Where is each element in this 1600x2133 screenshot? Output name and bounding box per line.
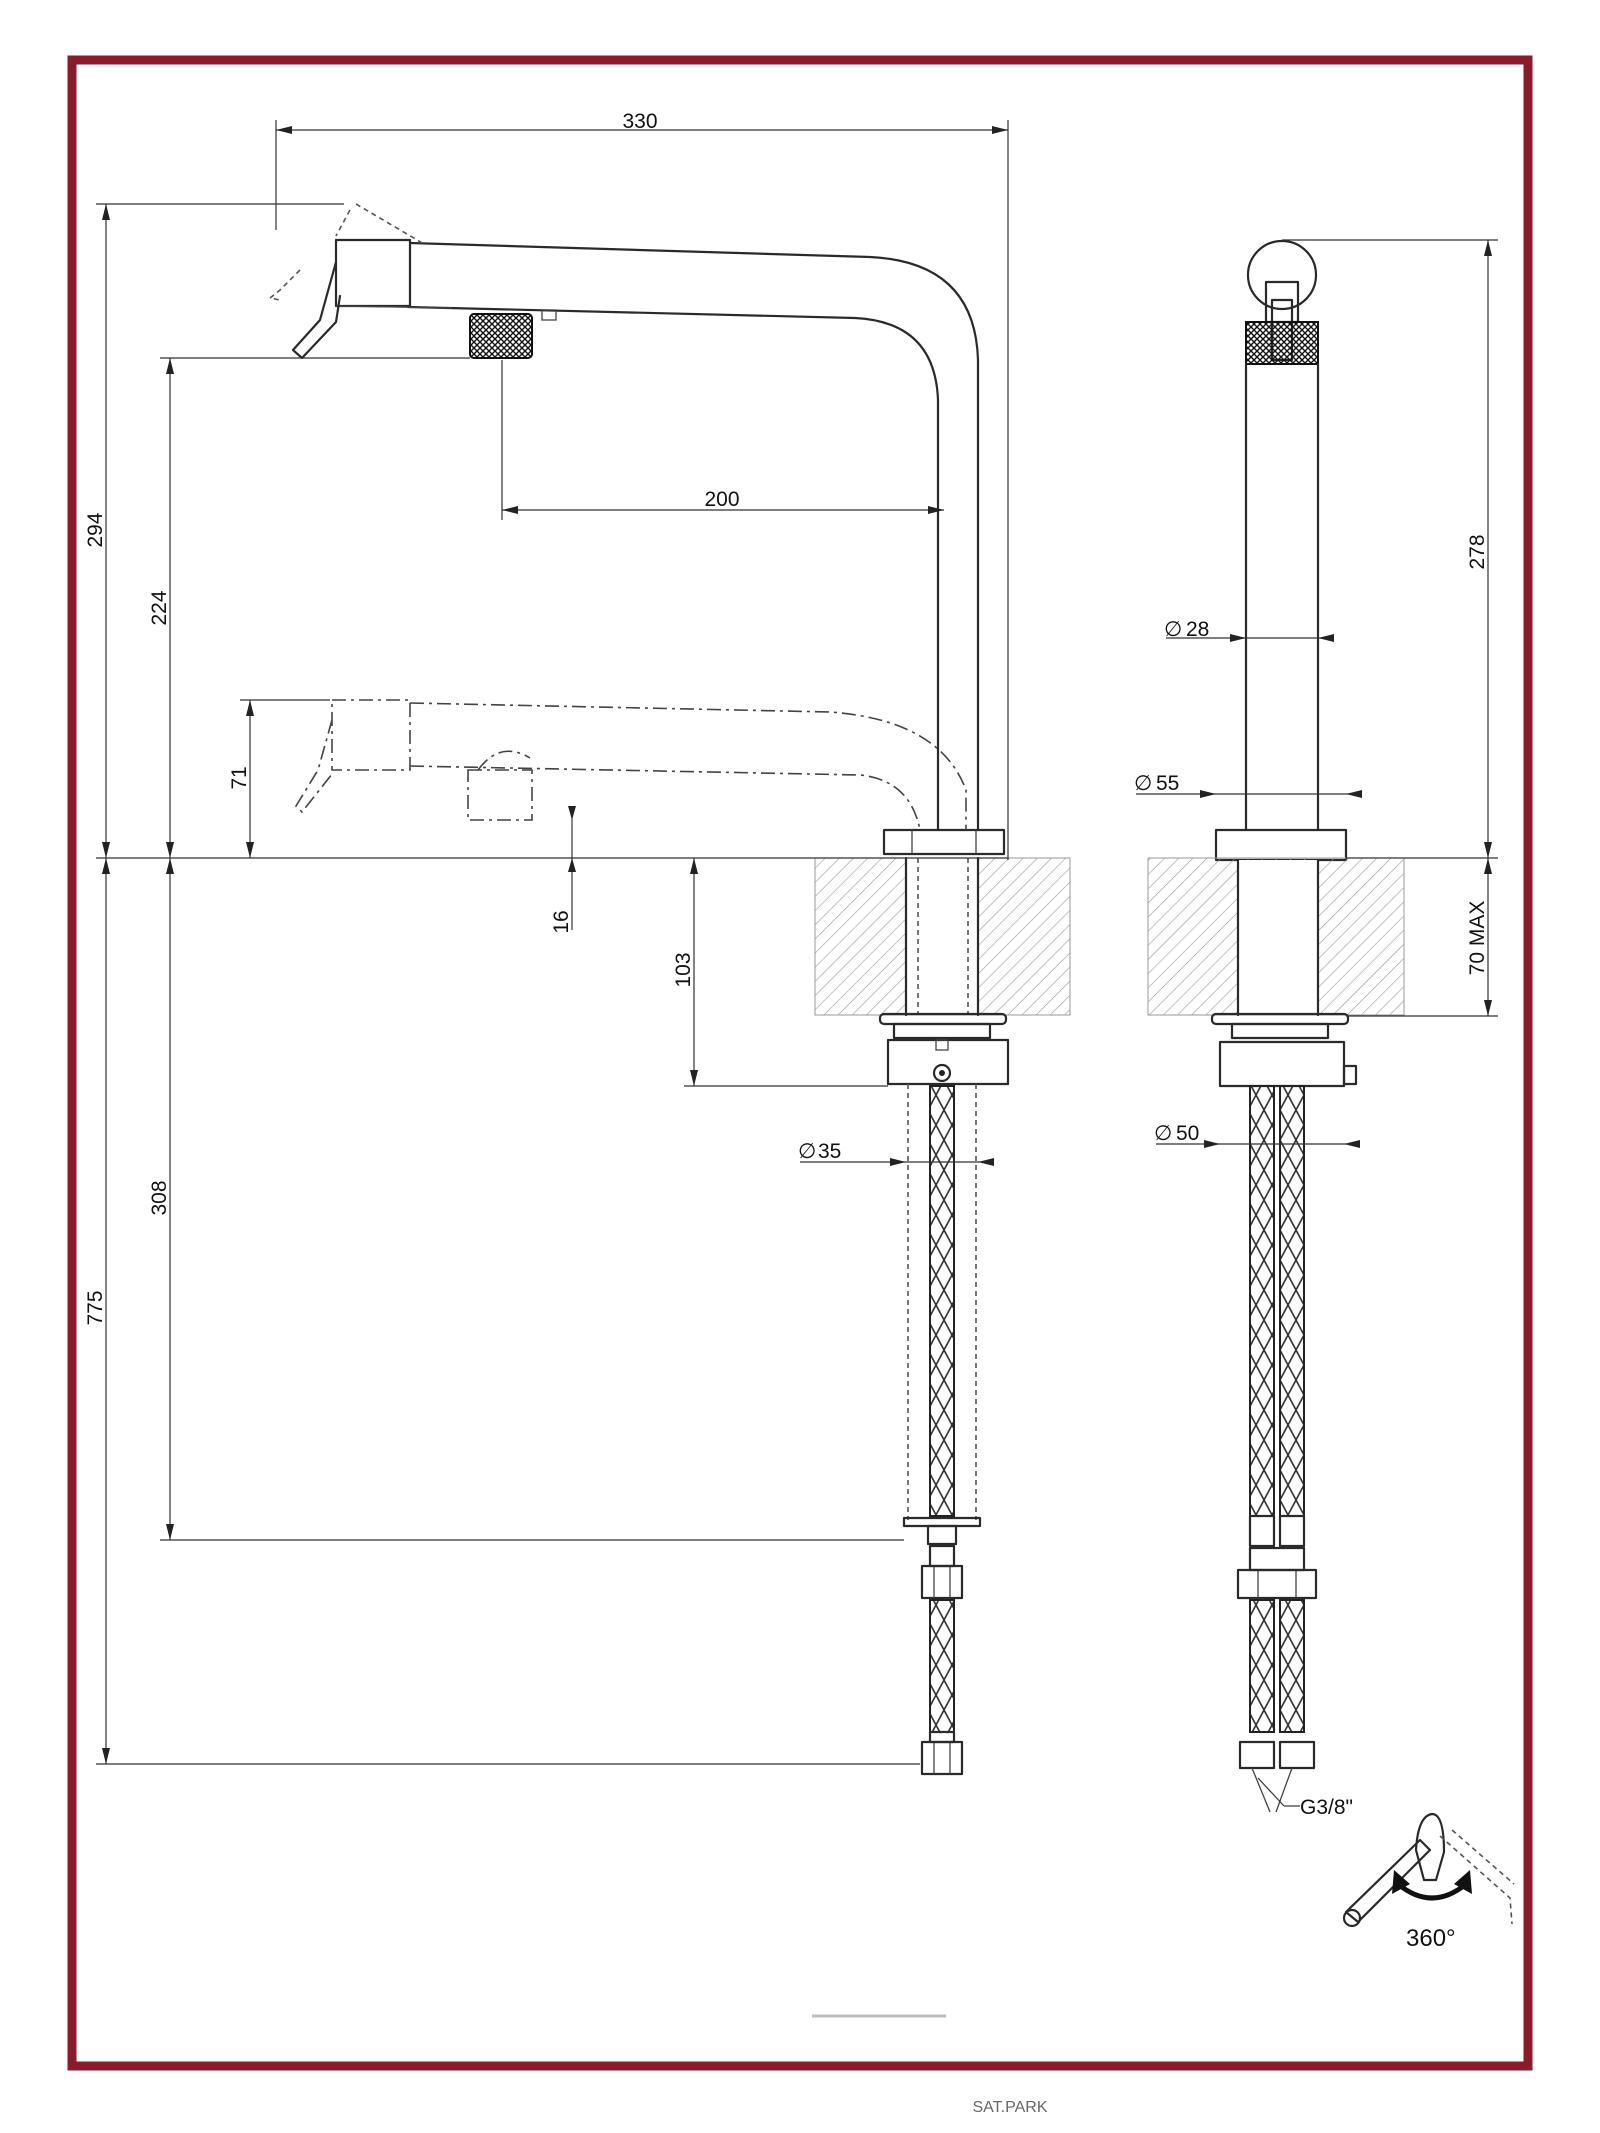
side-view-lowered-position xyxy=(294,699,967,831)
dim-total-reach: 330 xyxy=(622,110,657,133)
dim-outlet-height: 224 xyxy=(148,590,171,625)
diameter-symbol: ∅ xyxy=(1134,772,1152,795)
rotation-angle-label: 360° xyxy=(1406,1925,1456,1952)
dimension-labels: 330 200 294 224 71 16 103 308 775 278 70… xyxy=(84,110,1489,1819)
diameter-symbol: ∅ xyxy=(798,1140,816,1163)
dim-side-height: 278 xyxy=(1466,534,1489,569)
knurled-knob xyxy=(469,313,533,359)
connector-thread-label: G3/8" xyxy=(1300,1796,1353,1819)
footer-fragment: SAT.PARK xyxy=(973,2099,1048,2116)
dim-base-diameter: 55 xyxy=(1156,772,1179,795)
front-view-deck xyxy=(1147,857,1405,1813)
diameter-symbol: ∅ xyxy=(1164,618,1182,641)
dim-pulled-down-height: 71 xyxy=(228,766,251,789)
front-view-faucet xyxy=(1214,239,1348,862)
diameter-symbol: ∅ xyxy=(1154,1122,1172,1145)
dim-outlet-reach: 200 xyxy=(704,488,739,511)
dim-total-height: 294 xyxy=(84,512,107,547)
dim-hose-section: 308 xyxy=(148,1180,171,1215)
side-view-faucet xyxy=(268,203,1006,856)
dim-body-below-deck: 103 xyxy=(672,952,695,987)
dim-nut-diameter: 50 xyxy=(1176,1122,1199,1145)
braided-hose xyxy=(929,1085,955,1517)
dim-lowered-offset: 16 xyxy=(550,910,573,933)
dim-spout-diameter: 28 xyxy=(1186,618,1209,641)
dimension-lines xyxy=(96,120,1498,1807)
side-view-deck xyxy=(814,856,1071,1776)
dim-shank-diameter: 35 xyxy=(818,1140,841,1163)
dim-overall-length: 775 xyxy=(84,1290,107,1325)
rotation-360-icon: 360° xyxy=(1342,1812,1515,1952)
drawing-frame xyxy=(67,55,1533,2071)
dim-deck-thickness: 70 MAX xyxy=(1466,901,1489,976)
